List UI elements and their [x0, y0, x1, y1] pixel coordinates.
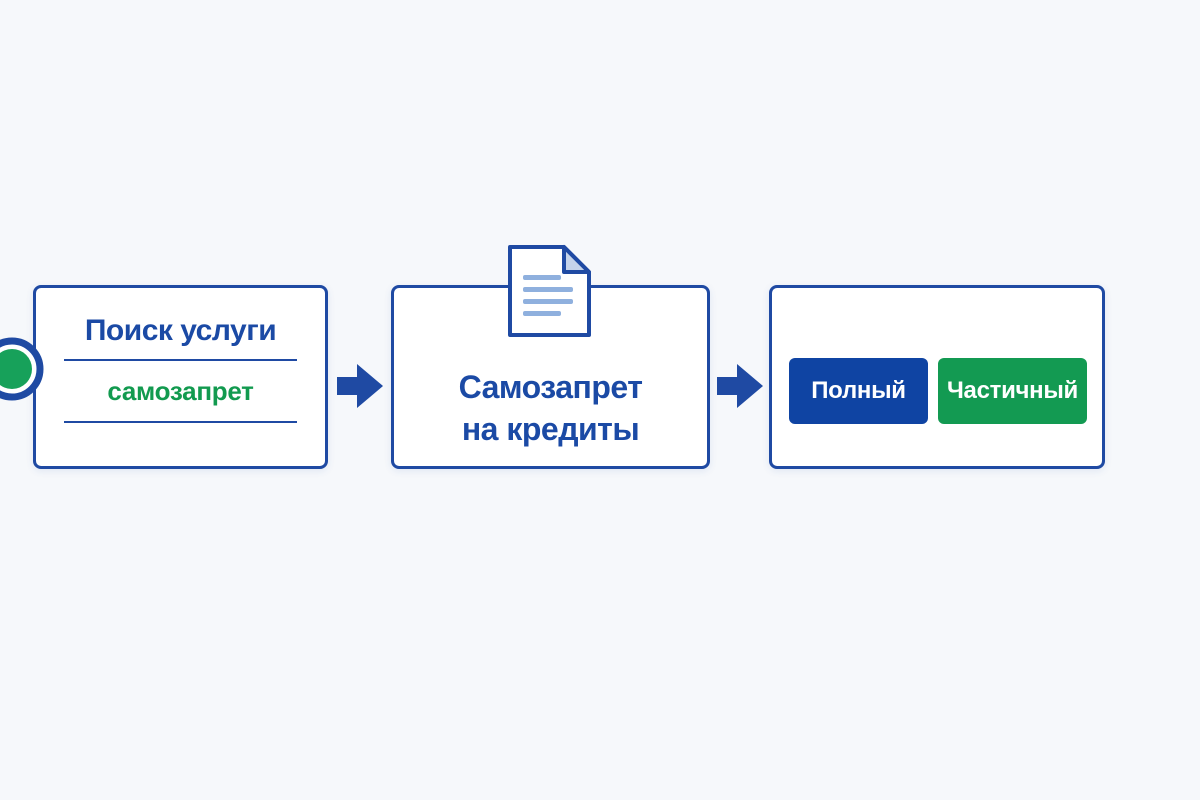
document-icon — [508, 245, 591, 337]
service-title: Самозапрет на кредиты — [394, 366, 707, 450]
options-step-card: Полный Частичный — [769, 285, 1105, 469]
search-query-text: самозапрет — [107, 376, 254, 406]
arrow-right-icon — [717, 364, 763, 408]
full-option-button[interactable]: Полный — [789, 358, 928, 424]
search-divider-top — [64, 359, 297, 361]
partial-option-button[interactable]: Частичный — [938, 358, 1087, 424]
magnifier-icon — [0, 337, 44, 401]
arrow-right-icon — [337, 364, 383, 408]
search-step-title: Поиск услуги — [84, 314, 277, 347]
search-step-card: Поиск услуги самозапрет — [33, 285, 328, 469]
service-title-line1: Самозапрет — [458, 369, 643, 405]
service-title-line2: на кредиты — [461, 411, 640, 447]
search-divider-bottom — [64, 421, 297, 423]
